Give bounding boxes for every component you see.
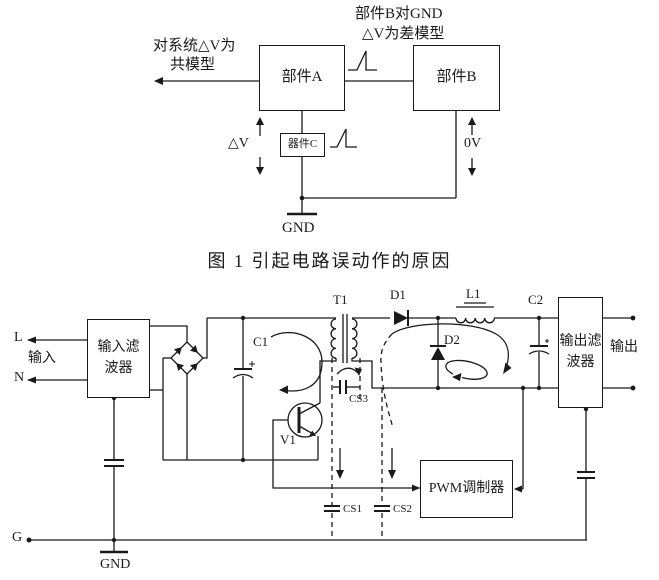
terminal-l-label: L: [14, 330, 23, 345]
fig2-wires: [26, 302, 636, 554]
c1-label: C1: [253, 334, 269, 349]
output-filter-label: 输出滤 波器: [559, 334, 602, 370]
terminal-g-label: G: [12, 530, 23, 545]
d2-label: D2: [444, 332, 460, 347]
d1-label: D1: [390, 287, 406, 302]
fig1-left-label-line1: 对系统△V为: [153, 38, 236, 54]
component-b-box: 部件B: [413, 45, 500, 111]
output-filter-box: 输出滤 波器: [558, 297, 603, 408]
fig1-top-label-line1: 部件B对GND: [355, 6, 443, 22]
component-a-label: 部件A: [281, 69, 323, 86]
cs3-label: CS3: [349, 393, 368, 405]
pwm-modulator-box: PWM调制器: [420, 460, 513, 518]
fig1-left-label-line2: 共模型: [170, 57, 216, 73]
cs2-label: CS2: [393, 503, 412, 515]
component-c-label: 器件C: [287, 138, 318, 151]
pwm-modulator-label: PWM调制器: [428, 480, 505, 496]
terminal-n-label: N: [14, 370, 25, 385]
fig1-top-label-line2: △V为差模型: [362, 26, 445, 42]
input-label: 输入: [28, 351, 56, 366]
input-filter-label: 输入滤 波器: [97, 340, 140, 376]
v1-label: V1: [280, 432, 296, 447]
fig2-gnd-label: GND: [100, 557, 131, 572]
zero-v-label: 0V: [464, 136, 482, 151]
component-b-label: 部件B: [436, 69, 477, 86]
t1-label: T1: [333, 292, 348, 307]
input-filter-box: 输入滤 波器: [87, 319, 150, 398]
fig1-gnd-label: GND: [282, 220, 315, 236]
output-label: 输出: [610, 340, 638, 355]
delta-v-label: △V: [228, 136, 249, 151]
component-c-box: 器件C: [280, 133, 325, 157]
l1-label: L1: [466, 286, 481, 301]
c2-label: C2: [528, 292, 544, 307]
cs1-label: CS1: [343, 503, 362, 515]
figure1-caption: 图 1 引起电路误动作的原因: [207, 251, 452, 271]
component-a-box: 部件A: [259, 45, 345, 111]
